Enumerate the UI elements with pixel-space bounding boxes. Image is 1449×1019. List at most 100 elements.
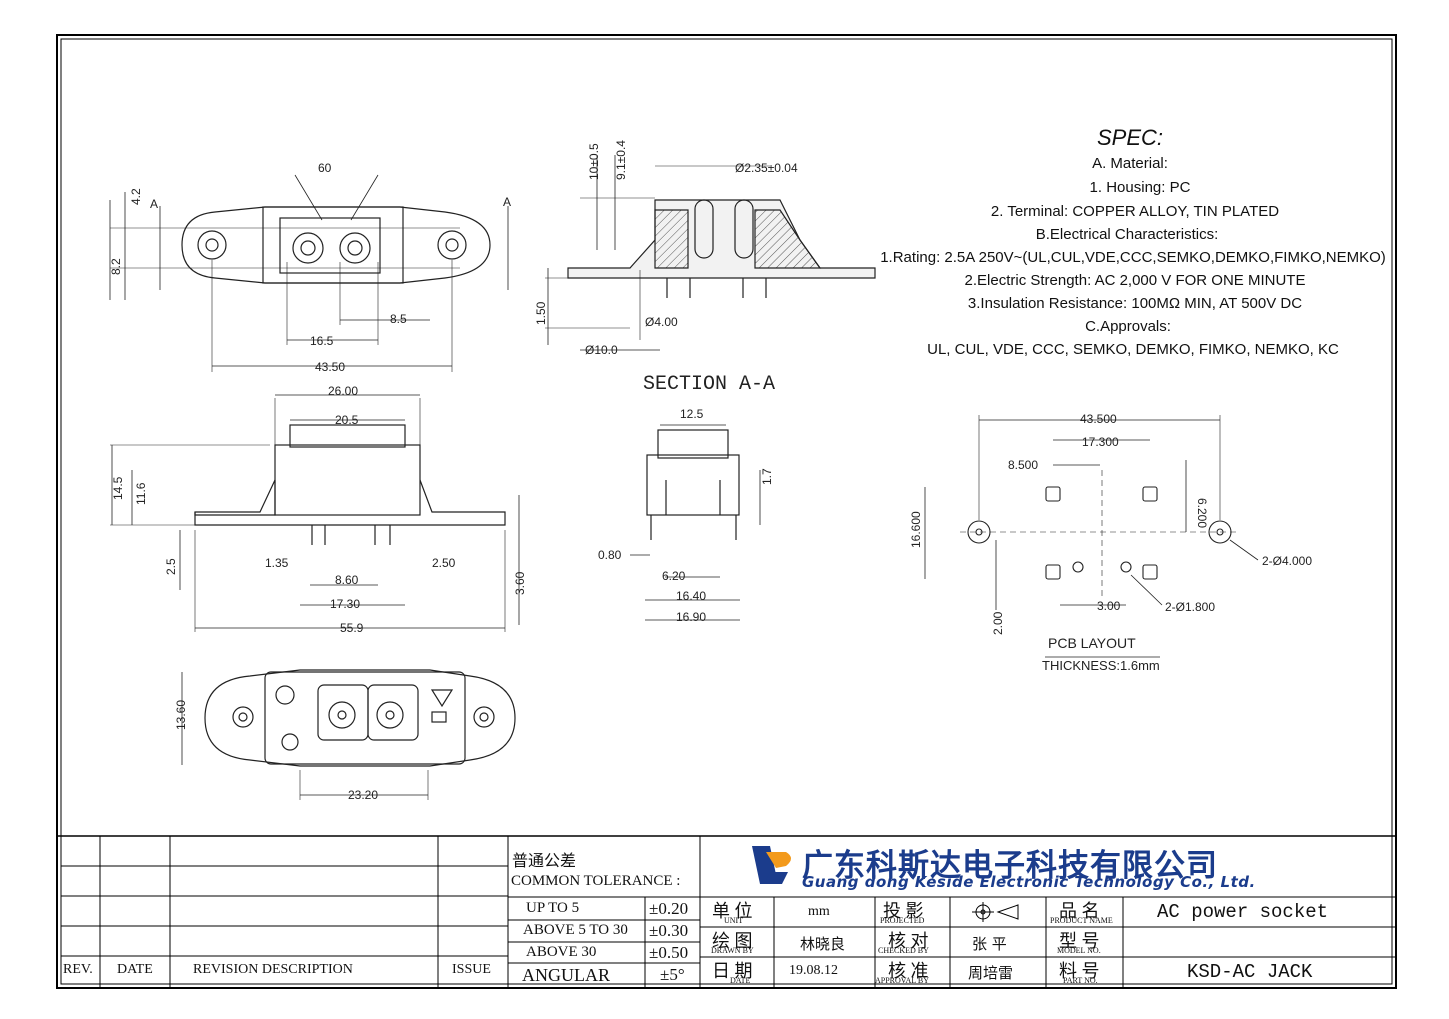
company-name-en: Guang dong Keside Electronic Technology … — [802, 873, 1256, 891]
section-marker-right: A — [503, 195, 511, 209]
projection-symbol — [972, 902, 1019, 922]
rev-header: REV. — [63, 962, 93, 977]
front-dim-2-5: 2.5 — [164, 558, 178, 575]
spec-block: SPEC: A. Material: 1. Housing: PC 2. Ter… — [880, 125, 1386, 358]
unit-label-en: UNIT — [724, 916, 744, 925]
top-dim-4-2: 4.2 — [129, 188, 143, 205]
product-label-cn: 品 名 — [1059, 901, 1100, 921]
part-number-value: KSD-AC JACK — [1187, 961, 1313, 983]
date-label-cn: 日 期 — [712, 961, 753, 981]
tolerance-row-2-value: ±0.30 — [649, 921, 689, 940]
spec-title: SPEC: — [1097, 125, 1163, 150]
pcb-dim-6-2: 6.200 — [1195, 498, 1209, 528]
top-dim-43-50: 43.50 — [315, 360, 345, 374]
pcb-dim-16-6: 16.600 — [909, 511, 923, 548]
model-label-en: MODEL NO. — [1057, 946, 1101, 955]
spec-line-4: B.Electrical Characteristics: — [1036, 226, 1219, 243]
spec-line-9: UL, CUL, VDE, CCC, SEMKO, DEMKO, FIMKO, … — [927, 341, 1339, 358]
front-view-labels: 26.00 20.5 14.5 11.6 2.5 1.35 8.60 2.50 … — [111, 384, 527, 635]
sec-dim-dia-10: Ø10.0 — [585, 343, 618, 357]
product-label-en: PRODUCT NAME — [1050, 916, 1113, 925]
drawn-label-cn: 绘 图 — [712, 931, 753, 951]
sec-dim-10: 10±0.5 — [587, 143, 601, 180]
top-dim-8-5: 8.5 — [390, 312, 407, 326]
drawn-label-en: DRAWN BY — [711, 946, 754, 955]
bottom-dim-23-20: 23.20 — [348, 788, 378, 802]
top-view-labels: 60 A A 4.2 8.2 16.5 8.5 43.50 — [109, 161, 511, 374]
date-header: DATE — [117, 962, 153, 977]
tolerance-row-2-label: ABOVE 5 TO 30 — [523, 922, 628, 938]
tolerance-row-1-label: UP TO 5 — [526, 900, 580, 916]
side-dim-12-5: 12.5 — [680, 407, 704, 421]
pcb-dim-43-5: 43.500 — [1080, 412, 1117, 426]
pcb-dim-8-5: 8.500 — [1008, 458, 1038, 472]
pcb-layout — [924, 415, 1259, 658]
checked-label-cn: 核 对 — [888, 931, 929, 951]
approval-by-value: 周培雷 — [968, 964, 1014, 982]
sec-dim-dia-2-35: Ø2.35±0.04 — [735, 161, 798, 175]
side-dim-16-90: 16.90 — [676, 610, 706, 624]
outer-frame — [56, 34, 1397, 989]
part-label-en: PART NO. — [1063, 976, 1098, 985]
tolerance-row-1-value: ±0.20 — [649, 899, 689, 918]
section-view-labels: 10±0.5 9.1±0.4 Ø2.35±0.04 1.50 Ø4.00 Ø10… — [534, 140, 798, 396]
side-dim-1-7: 1.7 — [760, 468, 774, 485]
front-dim-2-50: 2.50 — [432, 556, 456, 570]
pcb-dim-3-00: 3.00 — [1097, 599, 1121, 613]
side-dim-6-20: 6.20 — [662, 569, 686, 583]
top-dim-angle: 60 — [318, 161, 332, 175]
tolerance-row-3-value: ±0.50 — [649, 943, 689, 962]
date-value: 19.08.12 — [789, 963, 838, 978]
title-block-grid — [57, 835, 1396, 988]
model-label-cn: 型 号 — [1059, 931, 1100, 951]
bottom-view — [181, 669, 516, 800]
front-dim-14-5: 14.5 — [111, 476, 125, 500]
sec-dim-dia-4: Ø4.00 — [645, 315, 678, 329]
product-name-value: AC power socket — [1157, 901, 1329, 923]
approval-label-en: APPROVAL BY — [875, 976, 930, 985]
top-dim-16-5: 16.5 — [310, 334, 334, 348]
front-view — [110, 394, 520, 632]
revision-description-header: REVISION DESCRIPTION — [193, 962, 353, 977]
top-view — [109, 174, 509, 372]
section-view — [545, 155, 876, 351]
front-dim-8-60: 8.60 — [335, 573, 359, 587]
section-marker-left: A — [150, 197, 158, 211]
projected-label-en: PROJECTED — [880, 916, 925, 925]
pcb-dim-17-3: 17.300 — [1082, 435, 1119, 449]
date-label-en: DATE — [730, 976, 751, 985]
checked-by-value: 张 平 — [972, 935, 1007, 953]
spec-line-7: 3.Insulation Resistance: 100MΩ MIN, AT 5… — [968, 295, 1302, 312]
projected-label-cn: 投 影 — [883, 901, 924, 921]
part-label-cn: 料 号 — [1059, 961, 1100, 981]
approval-label-cn: 核 准 — [888, 961, 929, 981]
side-view — [630, 424, 761, 621]
sec-dim-9-1: 9.1±0.4 — [614, 140, 628, 180]
pcb-title: PCB LAYOUT — [1048, 635, 1136, 651]
unit-label-cn: 单 位 — [712, 901, 753, 921]
top-dim-8-2: 8.2 — [109, 258, 123, 275]
bottom-view-labels: 13.60 23.20 — [174, 700, 378, 802]
pcb-dim-4-hole: 2-Ø4.000 — [1262, 554, 1312, 568]
front-dim-20-5: 20.5 — [335, 413, 359, 427]
front-dim-17-30: 17.30 — [330, 597, 360, 611]
tolerance-title-cn: 普通公差 — [512, 853, 577, 870]
sec-dim-1-50: 1.50 — [534, 301, 548, 325]
company-logo — [752, 846, 791, 884]
unit-value: mm — [808, 904, 830, 919]
spec-line-3: 2. Terminal: COPPER ALLOY, TIN PLATED — [991, 203, 1279, 220]
company-name-cn: 广东科斯达电子科技有限公司 — [802, 848, 1218, 884]
side-view-labels: 12.5 1.7 0.80 6.20 16.40 16.90 — [598, 407, 774, 624]
pcb-layout-labels: 43.500 17.300 8.500 6.200 16.600 2-Ø4.00… — [909, 412, 1312, 673]
checked-label-en: CHECKED BY — [878, 946, 929, 955]
side-dim-16-40: 16.40 — [676, 589, 706, 603]
tolerance-row-3-label: ABOVE 30 — [526, 944, 597, 960]
side-dim-0-80: 0.80 — [598, 548, 622, 562]
pcb-dim-2-00: 2.00 — [991, 611, 1005, 635]
front-dim-11-6: 11.6 — [134, 482, 148, 505]
drawn-by-value: 林晓良 — [800, 935, 846, 953]
issue-header: ISSUE — [452, 962, 491, 977]
spec-line-8: C.Approvals: — [1085, 318, 1171, 335]
tolerance-row-4-label: ANGULAR — [522, 965, 610, 985]
